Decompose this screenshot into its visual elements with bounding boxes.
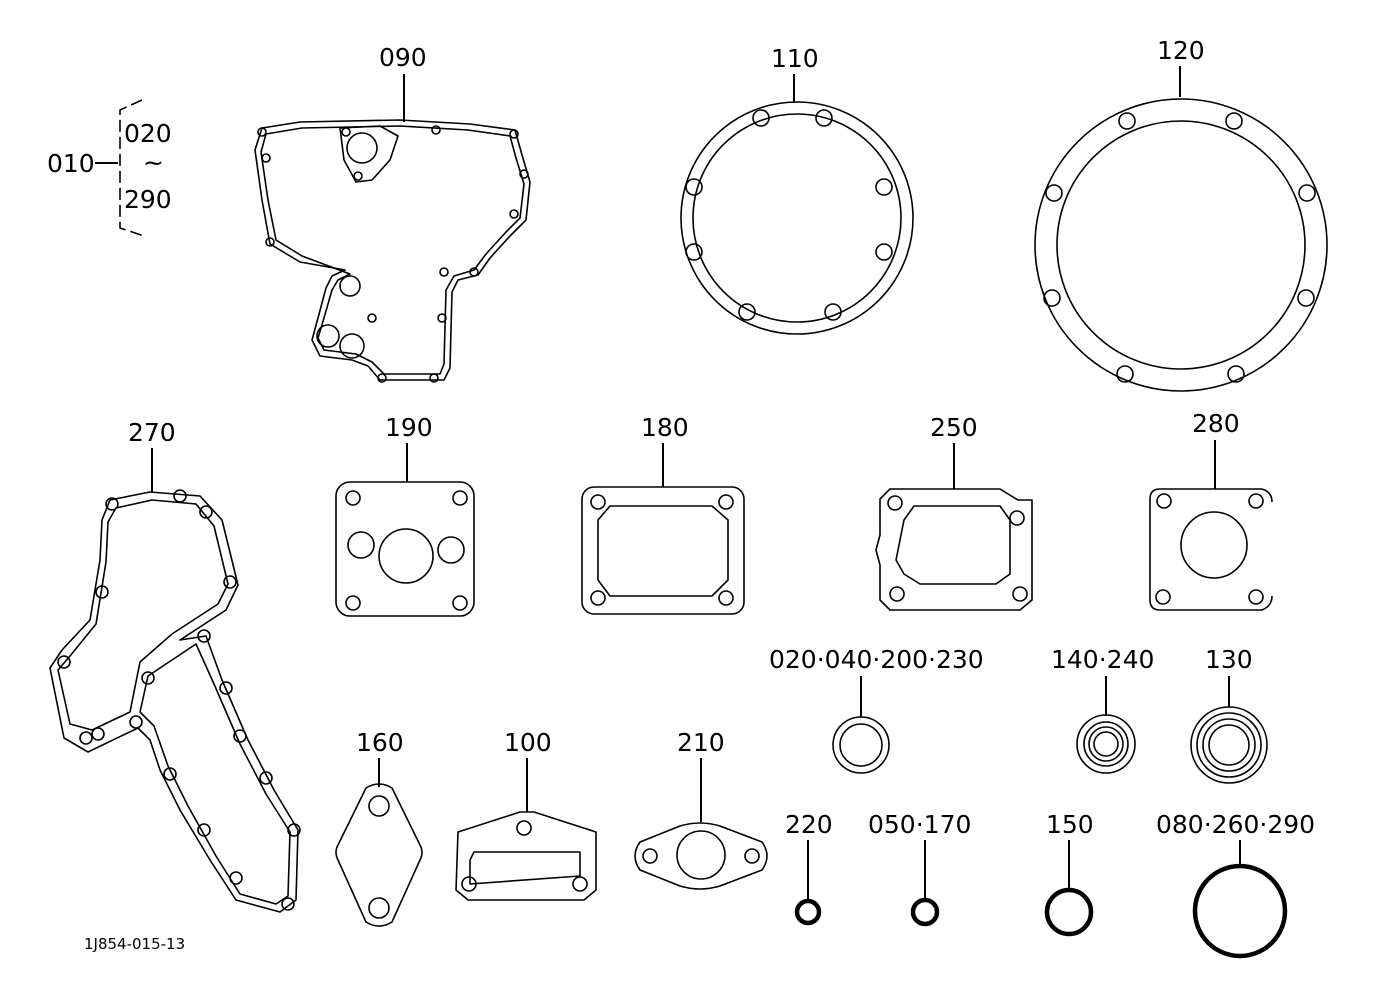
label-140-240[interactable]: 140·240	[1051, 645, 1154, 674]
label-020-040-200-230[interactable]: 020·040·200·230	[769, 645, 984, 674]
label-220[interactable]: 220	[785, 810, 833, 839]
label-160[interactable]: 160	[356, 728, 404, 757]
oring-220[interactable]: 220	[785, 810, 833, 926]
label-100[interactable]: 100	[504, 728, 552, 757]
label-210[interactable]: 210	[677, 728, 725, 757]
seal-130[interactable]: 130	[1190, 645, 1268, 784]
label-020[interactable]: 020	[124, 119, 172, 148]
label-110[interactable]: 110	[771, 44, 819, 73]
gasket-180[interactable]: 180	[581, 413, 745, 615]
label-250[interactable]: 250	[930, 413, 978, 442]
label-010[interactable]: 010	[47, 149, 95, 178]
gasket-280[interactable]: 280	[1149, 409, 1273, 611]
gasket-160[interactable]: 160	[335, 728, 423, 927]
gasket-190[interactable]: 190	[335, 413, 475, 617]
label-150[interactable]: 150	[1046, 810, 1094, 839]
gasket-270[interactable]: 270	[49, 418, 301, 913]
label-270[interactable]: 270	[128, 418, 176, 447]
oring-150[interactable]: 150	[1044, 810, 1094, 937]
gasket-120[interactable]: 120	[1034, 36, 1328, 392]
gasket-100[interactable]: 100	[455, 728, 597, 901]
drawing-code: 1J854-015-13	[84, 935, 185, 953]
seal-140-240[interactable]: 140·240	[1051, 645, 1154, 774]
gasket-210[interactable]: 210	[634, 728, 768, 890]
label-190[interactable]: 190	[385, 413, 433, 442]
ring-020-040-200-230[interactable]: 020·040·200·230	[769, 645, 984, 774]
label-130[interactable]: 130	[1205, 645, 1253, 674]
gasket-250[interactable]: 250	[875, 413, 1033, 611]
oring-080-260-290[interactable]: 080·260·290	[1156, 810, 1315, 959]
label-290-range[interactable]: 290	[124, 185, 172, 214]
gasket-090[interactable]: 090	[254, 43, 531, 383]
label-080-260-290[interactable]: 080·260·290	[1156, 810, 1315, 839]
oring-050-170[interactable]: 050·170	[868, 810, 971, 927]
label-050-170[interactable]: 050·170	[868, 810, 971, 839]
group-010: 010 020 ~ 290	[47, 99, 172, 237]
range-tilde: ~	[143, 148, 164, 177]
label-120[interactable]: 120	[1157, 36, 1205, 65]
label-280[interactable]: 280	[1192, 409, 1240, 438]
gasket-110[interactable]: 110	[680, 44, 914, 335]
label-090[interactable]: 090	[379, 43, 427, 72]
label-180[interactable]: 180	[641, 413, 689, 442]
